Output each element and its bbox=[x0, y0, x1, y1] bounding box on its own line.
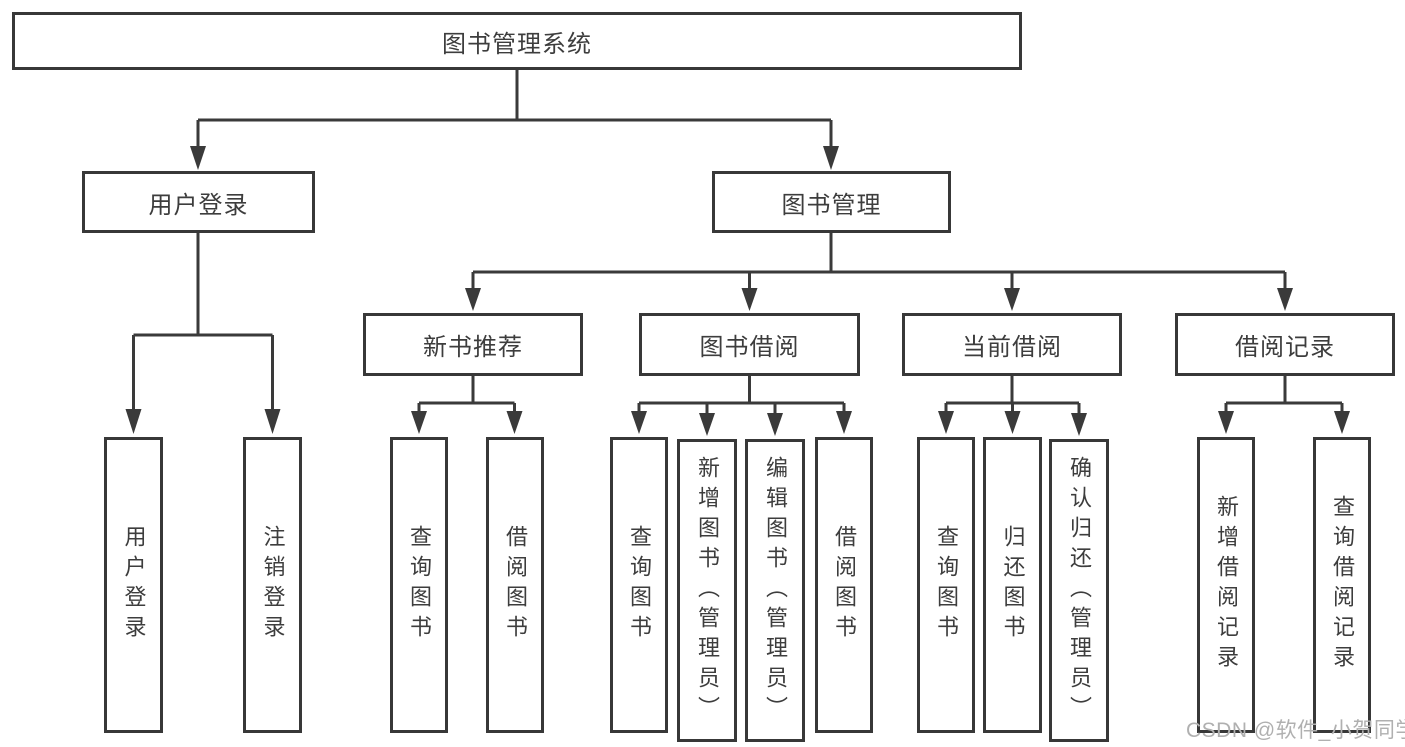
node-borrow-records: 借阅记录 bbox=[1175, 313, 1395, 376]
connector-new-book-recommend-subtree bbox=[411, 376, 523, 434]
leaf-borrow-query-book-label: 查询图书 bbox=[627, 525, 652, 645]
leaf-add-borrow-record: 新增借阅记录 bbox=[1197, 437, 1255, 733]
leaf-query-borrow-record-label: 查询借阅记录 bbox=[1330, 495, 1355, 675]
leaf-query-borrow-record: 查询借阅记录 bbox=[1313, 437, 1371, 733]
leaf-borrow-book-label: 借阅图书 bbox=[832, 525, 857, 645]
leaf-user-login-label: 用户登录 bbox=[121, 525, 147, 645]
node-root: 图书管理系统 bbox=[12, 12, 1022, 70]
leaf-return-book-label: 归还图书 bbox=[1000, 525, 1026, 645]
connector-book-borrow-subtree bbox=[631, 376, 852, 436]
connector-root-to-level2 bbox=[190, 69, 839, 170]
leaf-confirm-return-admin-label: 确认归还（管理员） bbox=[1067, 455, 1092, 726]
node-borrow-records-label: 借阅记录 bbox=[1235, 334, 1335, 361]
leaf-add-book-admin-label: 新增图书（管理员） bbox=[695, 455, 720, 726]
connector-borrow-records-subtree bbox=[1218, 376, 1350, 434]
leaf-edit-book-admin-label: 编辑图书（管理员） bbox=[763, 455, 788, 726]
leaf-current-query-book: 查询图书 bbox=[917, 437, 975, 733]
leaf-logout-label: 注销登录 bbox=[260, 525, 286, 645]
node-root-label: 图书管理系统 bbox=[442, 30, 592, 58]
leaf-return-book: 归还图书 bbox=[983, 437, 1042, 733]
leaf-current-query-book-label: 查询图书 bbox=[934, 525, 959, 645]
leaf-newrec-query-book-label: 查询图书 bbox=[407, 525, 432, 645]
leaf-borrow-query-book: 查询图书 bbox=[610, 437, 668, 733]
leaf-newrec-query-book: 查询图书 bbox=[390, 437, 448, 733]
node-book-management: 图书管理 bbox=[712, 171, 951, 233]
connector-user-login-subtree bbox=[125, 233, 281, 434]
csdn-watermark: CSDN @软件_小贺同学 bbox=[1186, 719, 1405, 742]
connector-current-borrow-subtree bbox=[938, 376, 1087, 436]
node-current-borrow-label: 当前借阅 bbox=[962, 334, 1062, 361]
node-user-login: 用户登录 bbox=[82, 171, 315, 233]
node-book-borrow-label: 图书借阅 bbox=[699, 334, 800, 361]
leaf-newrec-borrow-book: 借阅图书 bbox=[486, 437, 544, 733]
node-new-book-recommend: 新书推荐 bbox=[363, 313, 583, 376]
connector-book-management-to-level3 bbox=[465, 233, 1293, 311]
leaf-logout: 注销登录 bbox=[243, 437, 302, 733]
node-new-book-recommend-label: 新书推荐 bbox=[423, 334, 523, 361]
leaf-add-book-admin: 新增图书（管理员） bbox=[677, 439, 737, 742]
leaf-edit-book-admin: 编辑图书（管理员） bbox=[745, 439, 805, 742]
leaf-add-borrow-record-label: 新增借阅记录 bbox=[1214, 495, 1239, 675]
leaf-borrow-book: 借阅图书 bbox=[815, 437, 873, 733]
leaf-user-login: 用户登录 bbox=[104, 437, 163, 733]
node-current-borrow: 当前借阅 bbox=[902, 313, 1122, 376]
leaf-confirm-return-admin: 确认归还（管理员） bbox=[1049, 439, 1109, 742]
node-book-borrow: 图书借阅 bbox=[639, 313, 860, 376]
node-book-management-label: 图书管理 bbox=[781, 191, 882, 219]
node-user-login-label: 用户登录 bbox=[148, 191, 249, 219]
leaf-newrec-borrow-book-label: 借阅图书 bbox=[503, 525, 528, 645]
